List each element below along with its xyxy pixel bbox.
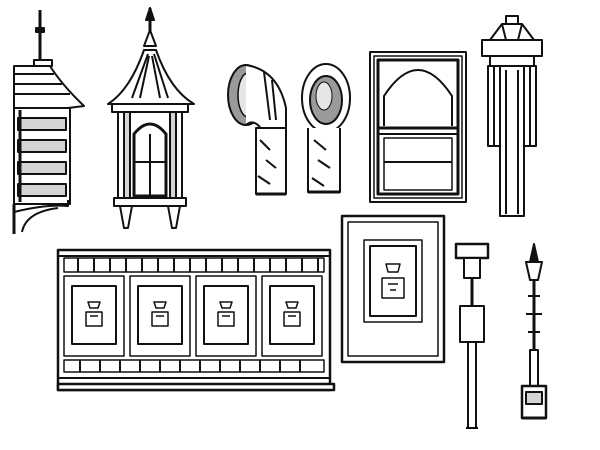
finial-icon — [520, 243, 548, 420]
chimney-icon — [481, 15, 543, 217]
panel-icon — [340, 214, 446, 364]
vent-pipe-icon — [227, 64, 287, 196]
roof-overhang-icon — [12, 10, 85, 234]
window-icon — [369, 51, 467, 203]
frieze-panel-icon — [56, 248, 336, 392]
post-icon — [454, 242, 490, 429]
vent-pipe-icon — [301, 63, 351, 194]
cupola-icon — [107, 7, 195, 229]
